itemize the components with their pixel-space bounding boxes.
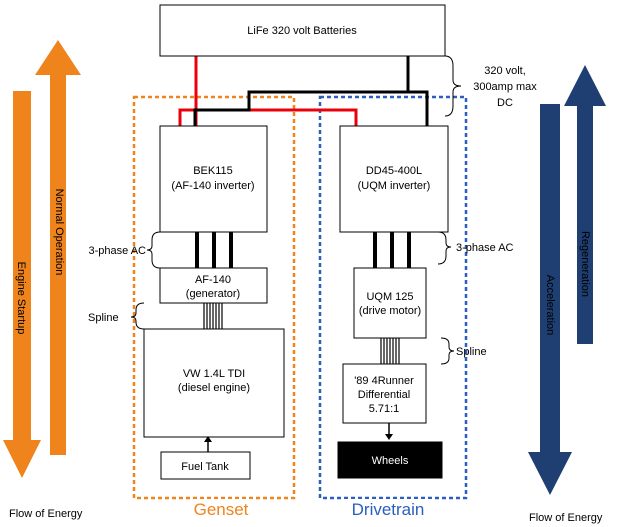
ac-brace-left [146,231,161,269]
drivetrain-inverter-type: (UQM inverter) [358,180,431,192]
negative-dc-wires [193,56,429,126]
regeneration-label: Regeneration [579,231,591,297]
motor-box [353,267,427,339]
normal-operation-arrow [35,40,81,455]
fuel-arrow-head [204,436,212,442]
normal-operation-label: Normal Operation [53,189,65,276]
generator-box [159,267,268,304]
dc-note-line2: 300amp max [473,81,537,93]
spline-brace-left [130,302,145,330]
motor-name: UQM 125 [366,291,413,303]
differential-line2: Differential [358,389,410,401]
differential-line3: 5.71:1 [369,403,400,415]
dc-brace [444,55,462,117]
acceleration-label: Acceleration [544,275,556,336]
differential-box [342,363,427,424]
drivetrain-title: Drivetrain [352,500,425,519]
drivetrain-inverter-box [339,125,449,233]
engine-name: VW 1.4L TDI [183,368,245,380]
wheels-box [337,441,443,479]
engine-box [143,328,285,438]
genset-title: Genset [194,500,249,519]
spline-note-right: Spline [456,346,487,358]
wheels-arrow-head [385,434,393,440]
genset-inverter-name: BEK115 [193,165,233,177]
regeneration-arrow [564,65,606,344]
wheels-label: Wheels [372,455,409,467]
acceleration-arrow [528,104,572,495]
dc-note-line3: DC [497,97,513,109]
generator-type: (generator) [186,288,240,300]
batteries-label: LiFe 320 volt Batteries [247,25,357,37]
differential-line1: '89 4Runner [354,375,414,387]
ac-note-left: 3-phase AC [89,245,147,257]
drivetrain-spline [380,338,400,364]
generator-name: AF-140 [195,274,231,286]
dc-note-line1: 320 volt, [484,65,526,77]
drivetrain-group-border [318,95,468,500]
flow-of-energy-left: Flow of Energy [9,508,83,520]
spline-note-left: Spline [88,312,119,324]
spline-brace-right [440,337,455,365]
drivetrain-ac-wires [373,232,411,268]
genset-ac-wires [195,232,233,268]
genset-group-border [132,95,296,500]
motor-type: (drive motor) [359,305,421,317]
batteries-box [159,4,446,57]
flow-of-energy-right: Flow of Energy [529,512,603,524]
genset-spline [203,303,223,329]
engine-startup-arrow [3,91,41,478]
genset-inverter-type: (AF-140 inverter) [171,180,254,192]
fuel-tank-label: Fuel Tank [181,461,229,473]
ac-note-right: 3-phase AC [456,242,514,254]
engine-startup-label: Engine Startup [15,262,27,335]
ac-brace-right [437,231,452,265]
genset-inverter-box [159,125,268,233]
fuel-tank-box [160,451,251,480]
drivetrain-inverter-name: DD45-400L [366,165,422,177]
engine-type: (diesel engine) [178,382,250,394]
